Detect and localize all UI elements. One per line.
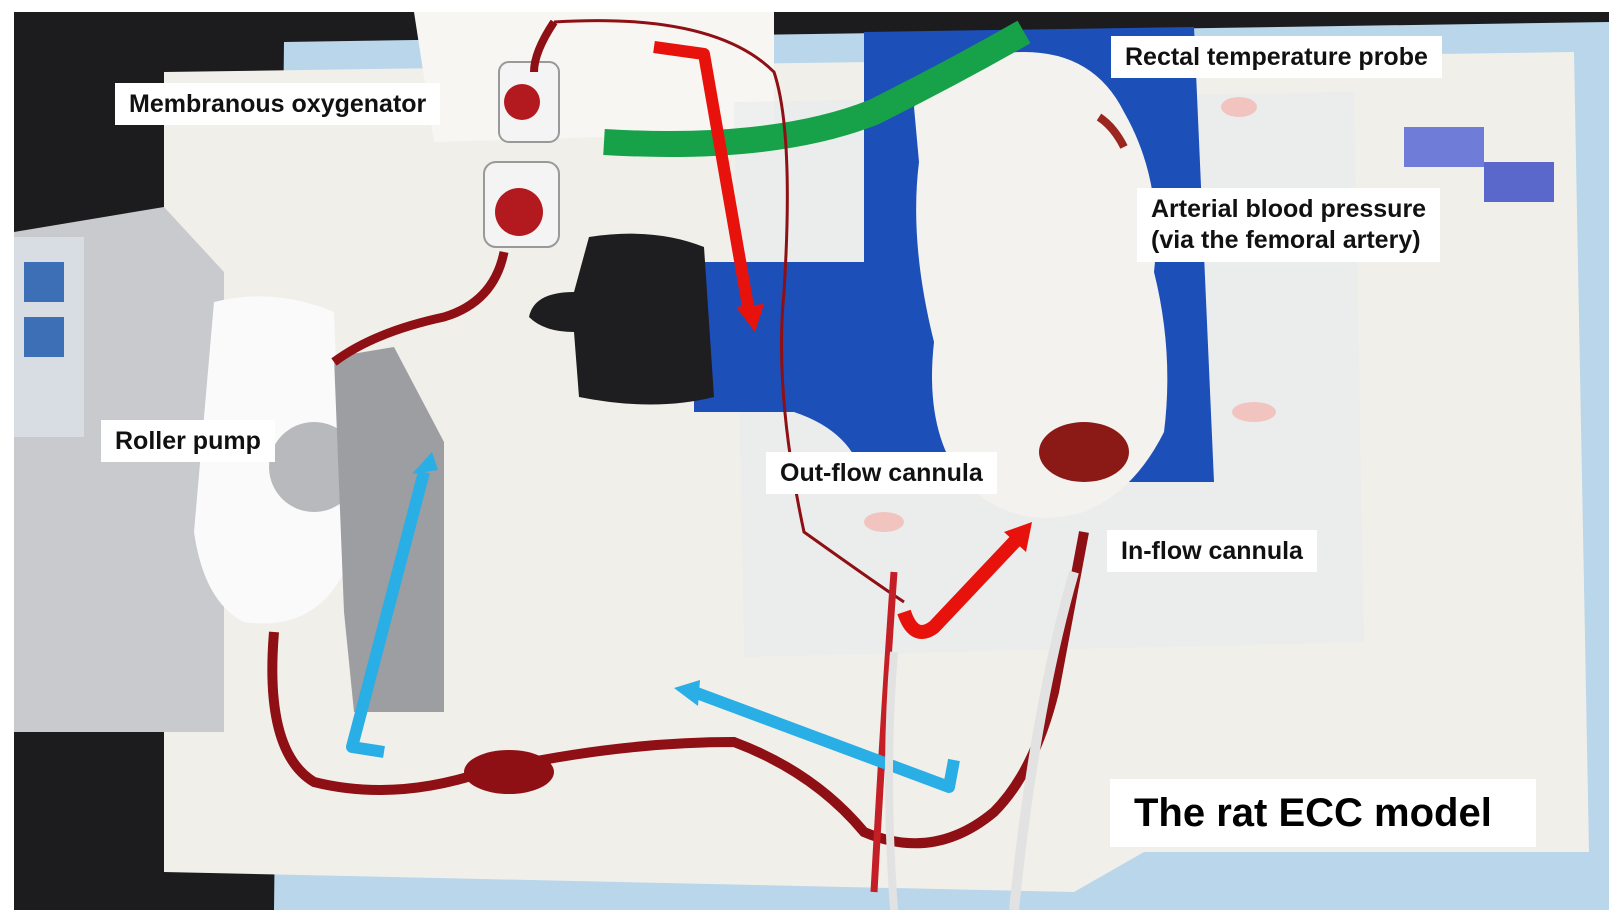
- figure-title: The rat ECC model: [1110, 779, 1536, 847]
- surgical-site: [1039, 422, 1129, 482]
- face-mask: [529, 233, 714, 405]
- label-in-flow-cannula: In-flow cannula: [1107, 530, 1317, 572]
- ecc-photo: Membranous oxygenator Rectal temperature…: [14, 12, 1609, 910]
- label-arterial-blood-pressure-line1: Arterial blood pressure: [1151, 195, 1427, 223]
- label-arterial-blood-pressure: Arterial blood pressure (via the femoral…: [1137, 188, 1441, 262]
- blood-reservoir-bulb: [464, 750, 554, 794]
- blue-flow-arrow: [691, 686, 960, 793]
- red-flow-arrow: [897, 532, 1025, 639]
- red-flow-arrow: [653, 41, 755, 314]
- label-roller-pump: Roller pump: [101, 420, 275, 462]
- label-out-flow-cannula: Out-flow cannula: [766, 452, 997, 494]
- green-gas-tube: [603, 20, 1031, 157]
- ecc-scene-illustration: [14, 12, 1609, 910]
- blue-flow-arrow: [346, 470, 430, 758]
- rat-body: [914, 52, 1168, 518]
- label-rectal-temperature-probe: Rectal temperature probe: [1111, 36, 1442, 78]
- label-membranous-oxygenator: Membranous oxygenator: [115, 83, 441, 125]
- blood-return-line: [267, 531, 1089, 849]
- label-arterial-blood-pressure-line2: (via the femoral artery): [1151, 226, 1421, 254]
